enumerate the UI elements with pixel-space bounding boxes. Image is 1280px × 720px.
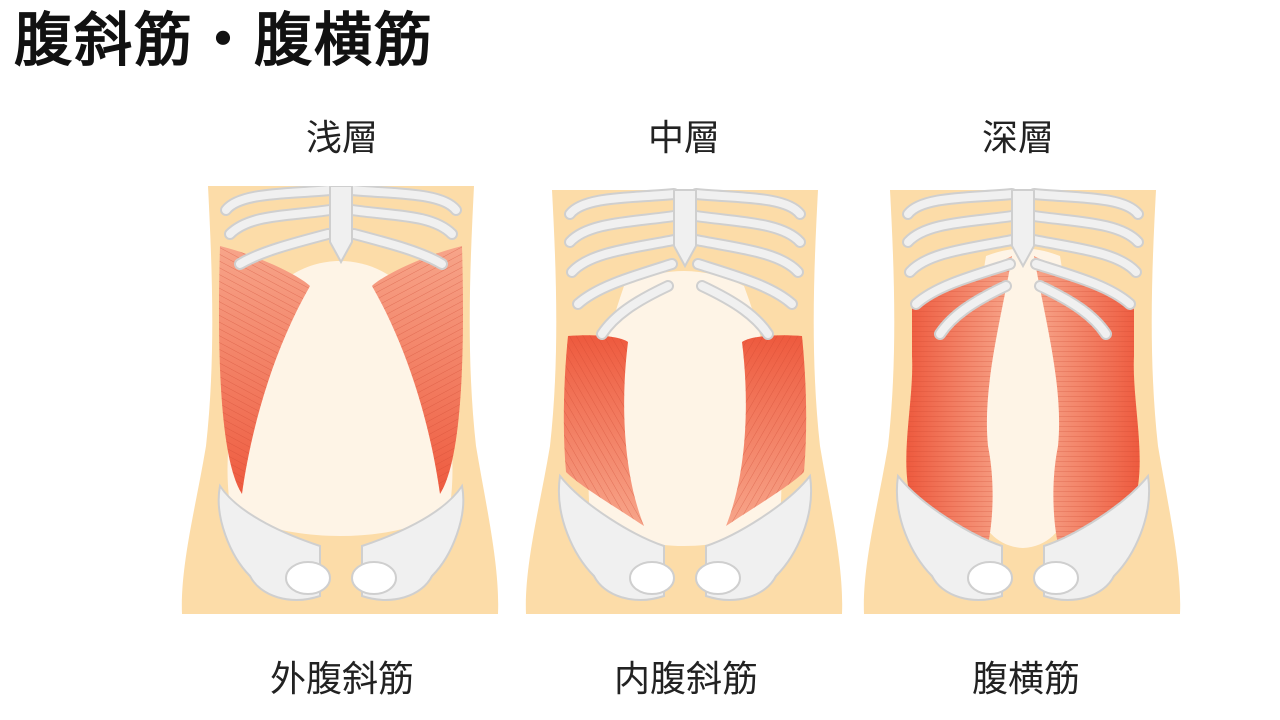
pelvis <box>557 473 813 601</box>
muscle-label-internal-oblique: 内腹斜筋 <box>613 659 758 700</box>
page-title: 腹斜筋・腹横筋 <box>14 6 435 74</box>
layer-label-deep: 深層 <box>981 118 1054 159</box>
abdomen-area <box>588 271 782 546</box>
sternum <box>329 186 353 265</box>
layer-label-superficial: 浅層 <box>305 118 378 159</box>
transversus-abdominis-figure <box>863 188 1181 614</box>
muscle-label-external-oblique: 外腹斜筋 <box>269 659 414 700</box>
sternum <box>673 189 697 269</box>
layer-label-middle: 中層 <box>647 118 720 159</box>
pelvis <box>895 473 1151 601</box>
pelvis <box>217 483 465 601</box>
muscle-label-transversus-abdominis: 腹横筋 <box>971 659 1080 700</box>
internal-oblique-figure <box>525 188 843 614</box>
sternum <box>1011 189 1035 269</box>
external-oblique-figure <box>181 186 499 614</box>
